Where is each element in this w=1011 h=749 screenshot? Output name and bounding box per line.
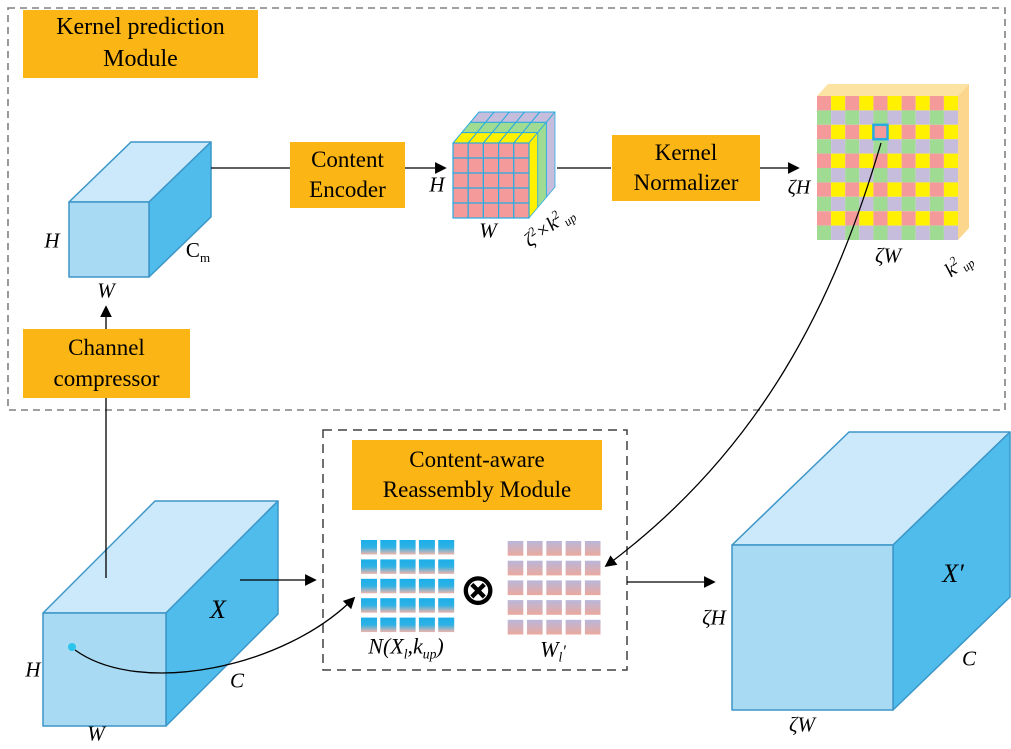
input-feature-cube — [42, 500, 279, 727]
kernel-normalizer-line1: Kernel — [654, 139, 718, 165]
content-encoder-line1: Content — [311, 146, 384, 172]
compressed-feature-cube — [68, 141, 212, 278]
compressed-cube-c-label: Cm — [185, 237, 211, 266]
compressed-cube-w-label: W — [97, 278, 115, 303]
encoded-kernel-cube — [452, 111, 556, 219]
content-encoder-line2: Encoder — [309, 177, 386, 202]
channel-compressor-line1: Channel — [68, 335, 145, 361]
kernel-prediction-module-border — [7, 7, 1006, 411]
kernel-prediction-line1: Kernel prediction — [56, 14, 225, 41]
compressed-cube-h-label: H — [44, 228, 60, 253]
output-cube-w-label: ζW — [789, 712, 815, 737]
kernel-prediction-module-box: Kernel prediction Module — [23, 10, 258, 78]
otimes-icon: ⊗ — [459, 564, 497, 616]
reassembly-line1: Content-aware — [409, 446, 545, 472]
input-cube-c-label: C — [229, 668, 245, 693]
neighborhood-label: N(Xl,kup) — [368, 633, 444, 662]
arrow-sample-to-neighborhood — [74, 596, 356, 674]
reassembly-line2: Reassembly Module — [382, 477, 572, 502]
output-cube-h-label: ζH — [702, 605, 726, 630]
kernel-weight-map — [817, 84, 969, 240]
channel-compressor-box: Channel compressor — [23, 329, 190, 398]
content-encoder-box: Content Encoder — [290, 142, 405, 208]
weights-grid — [507, 541, 601, 635]
input-cube-w-label: W — [87, 721, 105, 746]
channel-compressor-line2: compressor — [53, 365, 160, 391]
weights-label: Wl′ — [540, 636, 566, 665]
highlighted-kernel-cell — [872, 123, 889, 141]
kernel-map-w-label: ζW — [875, 243, 901, 268]
output-cube-name-label: X′ — [942, 559, 964, 588]
kernel-map-h-label: ζH — [787, 176, 811, 199]
input-cube-h-label: H — [25, 657, 41, 682]
kernel-prediction-line2: Module — [103, 46, 178, 72]
kernel-normalizer-box: Kernel Normalizer — [612, 135, 760, 201]
input-cube-name-label: X — [210, 595, 226, 624]
arrow-kernelcell-to-weights — [604, 142, 882, 568]
kernel-normalizer-line2: Normalizer — [633, 170, 739, 195]
encoded-cube-h-label: H — [429, 172, 445, 197]
sample-point-dot — [68, 643, 76, 651]
output-feature-cube — [731, 431, 1011, 711]
output-cube-c-label: C — [961, 646, 977, 671]
encoded-cube-w-label: W — [479, 218, 497, 243]
neighborhood-grid — [361, 540, 455, 633]
reassembly-module-box: Content-aware Reassembly Module — [352, 440, 602, 510]
